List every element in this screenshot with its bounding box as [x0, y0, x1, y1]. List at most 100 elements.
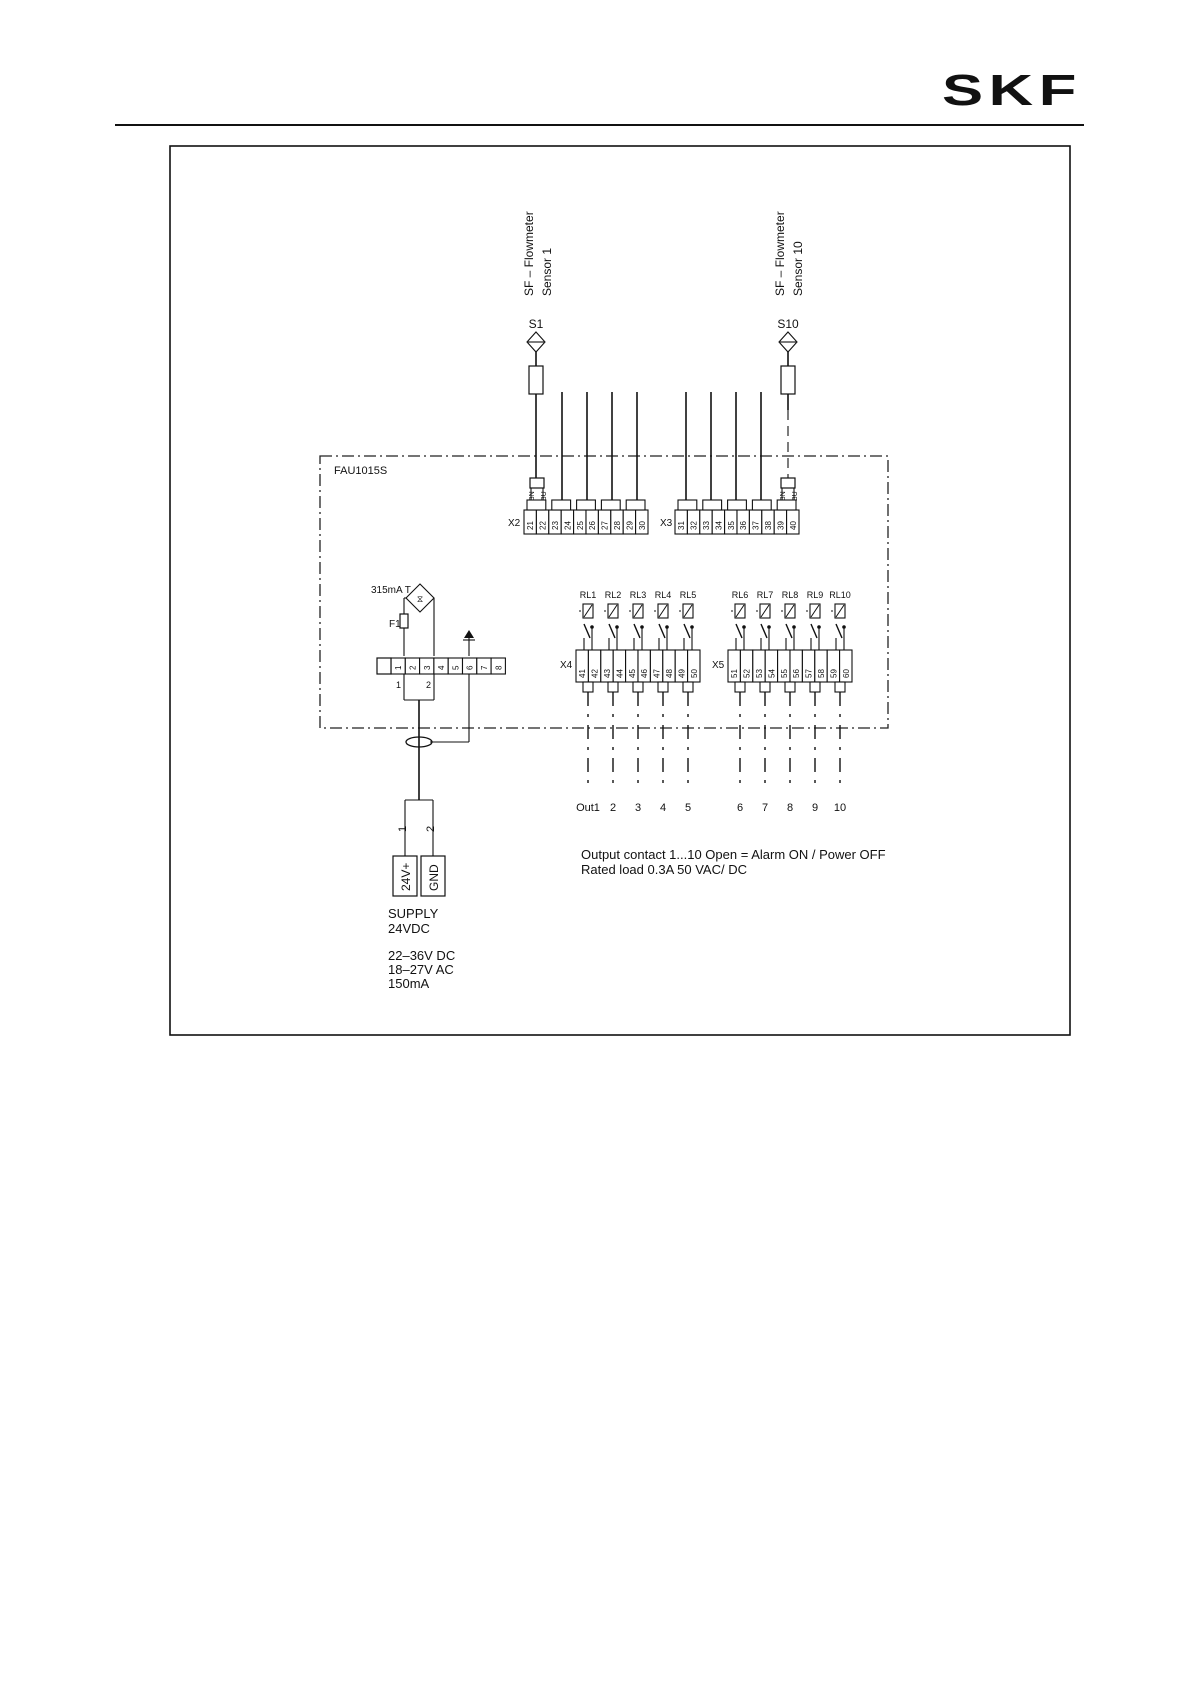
- output-label-2: 2: [610, 802, 616, 814]
- sensor-s1: SF – Flowmeter Sensor 1 S1: [522, 211, 554, 478]
- cable-shield: [405, 736, 433, 748]
- relay-contact: [633, 623, 641, 639]
- relay-rl4-label: RL4: [655, 590, 672, 600]
- x1-terminal-7-label: 7: [480, 665, 489, 670]
- relay-contact: [735, 623, 743, 639]
- relay-rl7-label: RL7: [757, 590, 774, 600]
- x4-terminal-50: [687, 649, 701, 683]
- relay-rl1-label: RL1: [580, 590, 597, 600]
- output-clamp: [682, 681, 694, 693]
- wire-number-2: 2: [425, 826, 437, 832]
- x1-terminal-4-label: 4: [437, 665, 446, 670]
- relay-coil-mark: [633, 604, 643, 618]
- relay-coil-mark: [683, 604, 693, 618]
- x3-clamp: [727, 499, 747, 511]
- relay-coil-mark: [785, 604, 795, 618]
- device-boundary: [319, 455, 889, 729]
- x3-terminal-38-label: 38: [764, 521, 773, 530]
- supply-terminal-gnd-label: GND: [427, 864, 441, 891]
- relay-coil-mark: [760, 604, 770, 618]
- x1-terminal-2-label: 2: [408, 665, 417, 670]
- x5-terminal-59-label: 59: [829, 669, 838, 678]
- supply-terminal-plus: [392, 855, 418, 897]
- relay-rl2-label: RL2: [605, 590, 622, 600]
- x1-terminal-3-label: 3: [423, 665, 432, 670]
- output-clamp: [657, 681, 669, 693]
- skf-logo: SKF: [942, 72, 1082, 110]
- sensor-s1-id: S1: [529, 317, 544, 331]
- skf-logo-text: SKF: [942, 72, 1082, 110]
- x5-terminal-56-label: 56: [792, 669, 801, 678]
- x4-terminal-41-label: 41: [578, 669, 587, 678]
- x2-terminal-27-label: 27: [601, 521, 610, 530]
- header-rule: [115, 124, 1084, 126]
- output-clamp: [809, 681, 821, 693]
- output-clamp: [607, 681, 619, 693]
- x1-terminal-1-label: 1: [394, 665, 403, 670]
- output-clamp: [834, 681, 846, 693]
- x2-clamp: [576, 499, 596, 511]
- rectifier-symbol: ⧖: [417, 594, 423, 604]
- relay-coil-mark: [658, 604, 668, 618]
- terminal-block-x4-label: X4: [560, 660, 573, 671]
- x3-terminal-31-label: 31: [677, 521, 686, 530]
- relay-contact: [835, 623, 843, 639]
- x5-terminal-58-label: 58: [817, 669, 826, 678]
- x5-terminal-60: [839, 649, 853, 683]
- output-label-10: 10: [834, 802, 846, 814]
- x1-terminal-5-label: 5: [451, 665, 460, 670]
- sensor-s1-line2: Sensor 1: [540, 248, 554, 296]
- x3-terminal-37-label: 37: [752, 521, 761, 530]
- relay-coil-mark: [835, 604, 845, 618]
- x5-terminal-51-label: 51: [730, 669, 739, 678]
- x3-clamp: [751, 499, 772, 511]
- s1-bn-label: BN: [529, 491, 536, 501]
- relay-contact: [608, 623, 616, 639]
- x2-terminal-24-label: 24: [563, 521, 572, 530]
- sensor-s10-id: S10: [777, 317, 799, 331]
- diagram-frame: [169, 145, 1071, 1036]
- x4-terminal-47-label: 47: [653, 669, 662, 678]
- sensor-cables: [561, 392, 762, 500]
- x2-terminal-28-label: 28: [613, 521, 622, 530]
- x2-terminal-25-label: 25: [576, 521, 585, 530]
- x3-terminal-40-label: 40: [789, 521, 798, 530]
- x2-terminal-29-label: 29: [625, 521, 634, 530]
- wire-number-1: 1: [397, 826, 409, 832]
- x4-terminal-43-label: 43: [603, 669, 612, 678]
- s1-bu-label: BU: [541, 491, 548, 501]
- relay-contact: [810, 623, 818, 639]
- x3-terminal-32-label: 32: [690, 521, 699, 530]
- output-clamp: [582, 681, 594, 693]
- output-label-7: 7: [762, 802, 768, 814]
- x3-clamp: [677, 499, 698, 511]
- terminal-block-x3-label: X3: [660, 518, 673, 529]
- relay-coil-mark: [583, 604, 593, 618]
- x2-terminal-23-label: 23: [551, 521, 560, 530]
- output-label-8: 8: [787, 802, 793, 814]
- terminal-block-x5-label: X5: [712, 660, 725, 671]
- x4-terminal-44-label: 44: [615, 669, 624, 678]
- s10-bn-label: BN: [780, 491, 787, 501]
- x5-terminal-54-label: 54: [767, 669, 776, 678]
- output-clamp: [759, 681, 771, 693]
- x5-terminal-60-label: 60: [842, 669, 851, 678]
- x5-terminal-57-label: 57: [805, 669, 814, 678]
- sensor-s10: SF – Flowmeter Sensor 10 S10: [773, 211, 805, 478]
- output-clamp: [632, 681, 644, 693]
- device-name: FAU1015S: [334, 465, 387, 477]
- relay-rl3-label: RL3: [630, 590, 647, 600]
- x4-terminal-42-label: 42: [591, 669, 600, 678]
- supply-spec-current: 150mA: [388, 976, 430, 991]
- s10-entry: BN BU: [780, 477, 799, 501]
- x1-pin-2-label: 2: [426, 680, 431, 690]
- supply-spec-ac: 18–27V AC: [388, 962, 454, 977]
- sensor-s10-line1: SF – Flowmeter: [773, 211, 787, 296]
- relay-contact: [683, 623, 691, 639]
- x2-terminal-22-label: 22: [539, 521, 548, 530]
- output-label-5: 5: [685, 802, 691, 814]
- x3-clamp: [776, 499, 797, 511]
